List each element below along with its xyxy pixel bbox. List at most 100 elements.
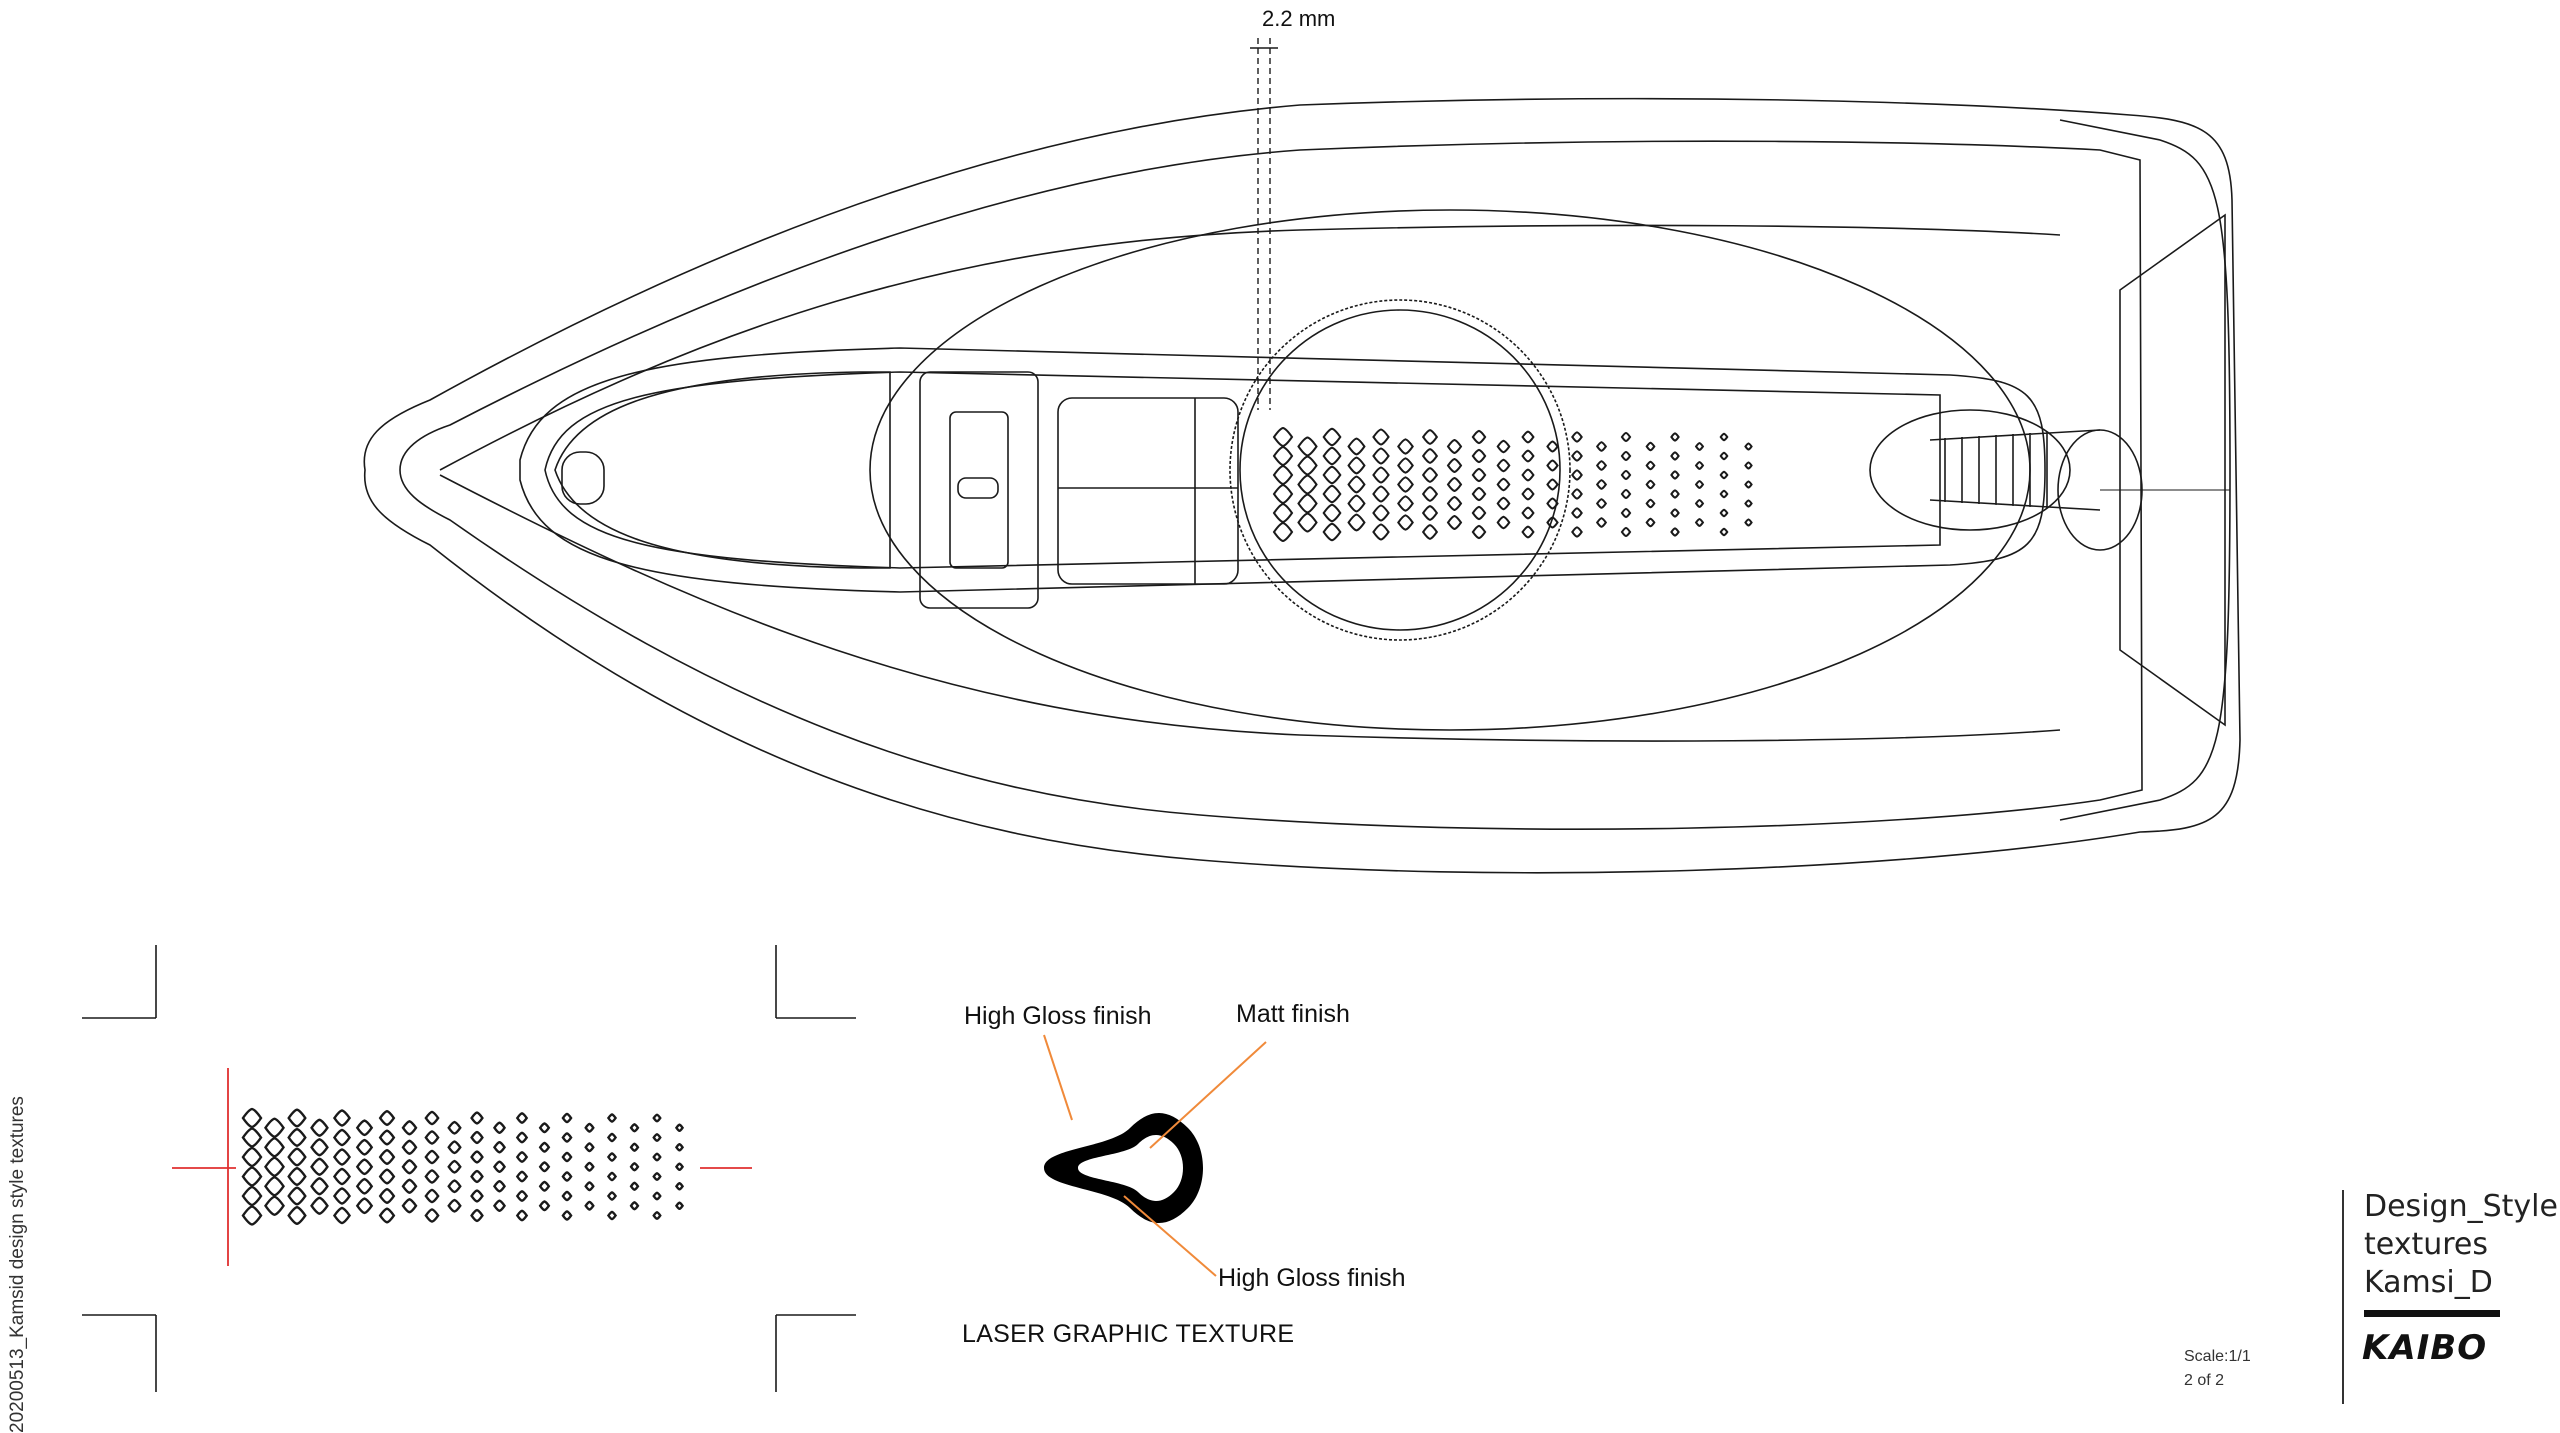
- texture-dot: [606, 1191, 618, 1201]
- texture-dot: [310, 1118, 329, 1137]
- texture-dot: [310, 1138, 329, 1157]
- texture-dot: [241, 1166, 263, 1187]
- texture-dot: [447, 1159, 462, 1174]
- texture-dot: [1719, 489, 1729, 499]
- texture-dot: [1471, 505, 1487, 521]
- title-line-2: textures: [2364, 1227, 2488, 1262]
- texture-dot: [515, 1112, 529, 1124]
- texture-dot: [674, 1142, 685, 1152]
- texture-dot: [1694, 518, 1705, 527]
- temperature-dial-inner: [1239, 309, 1561, 631]
- title-line-1: Design_Style: [2364, 1189, 2558, 1224]
- burst-button-split: [1058, 398, 1238, 584]
- scale-label: Scale:1/1: [2184, 1348, 2251, 1365]
- texture-dot: [652, 1152, 662, 1162]
- texture-dot: [287, 1205, 307, 1226]
- texture-dot: [264, 1176, 285, 1197]
- texture-dot: [1372, 428, 1390, 446]
- texture-dot: [584, 1122, 595, 1133]
- texture-dot: [241, 1205, 263, 1226]
- leader-gloss-top: [1043, 1034, 1073, 1121]
- texture-dot: [492, 1121, 507, 1135]
- texture-dot: [378, 1129, 396, 1146]
- texture-dot: [1471, 448, 1487, 464]
- texture-dot: [355, 1197, 374, 1215]
- texture-dot: [629, 1162, 640, 1172]
- texture-dot: [1297, 512, 1318, 533]
- texture-dot: [264, 1195, 285, 1216]
- texture-dot: [1521, 525, 1535, 539]
- texture-dot: [515, 1209, 529, 1222]
- texture-dot: [287, 1108, 307, 1128]
- texture-dot: [1645, 498, 1656, 509]
- crop-marks: [82, 945, 856, 1392]
- texture-dot: [332, 1187, 352, 1205]
- texture-dot: [332, 1148, 352, 1166]
- texture-dot: [355, 1177, 374, 1195]
- texture-dot: [561, 1210, 573, 1221]
- iron-top-view: [363, 97, 2241, 874]
- texture-dot: [1595, 517, 1608, 528]
- texture-dot: [1496, 458, 1511, 473]
- texture-dot: [515, 1190, 529, 1202]
- texture-dot: [515, 1131, 529, 1144]
- callout-high-gloss-bottom: High Gloss finish: [1218, 1264, 1406, 1292]
- texture-dot: [1670, 508, 1680, 518]
- texture-dot: [1744, 518, 1753, 527]
- texture-dot: [1272, 521, 1294, 543]
- texture-dot: [447, 1179, 462, 1194]
- texture-dot: [1719, 527, 1729, 537]
- texture-dot: [401, 1120, 418, 1136]
- texture-glyph: [1044, 1113, 1203, 1223]
- title-block: Design_Style textures Kamsi_D: [2364, 1188, 2558, 1302]
- texture-title: LASER GRAPHIC TEXTURE: [962, 1320, 1295, 1348]
- texture-dot: [674, 1201, 685, 1211]
- texture-dot: [1521, 449, 1535, 463]
- texture-dot: [401, 1178, 418, 1194]
- leader-gloss-bottom: [1123, 1195, 1217, 1277]
- texture-dot: [1446, 476, 1463, 493]
- texture-dot: [1571, 450, 1583, 462]
- texture-dot: [652, 1133, 662, 1142]
- title-block-divider: [2342, 1190, 2344, 1404]
- texture-dot: [492, 1199, 507, 1213]
- texture-dot: [1372, 466, 1390, 484]
- texture-dot: [1347, 494, 1366, 513]
- texture-dot: [264, 1137, 285, 1158]
- spray-nozzle-area: [554, 371, 891, 569]
- texture-dot: [332, 1167, 352, 1186]
- texture-dot: [241, 1107, 263, 1129]
- burst-button: [1057, 397, 1239, 585]
- texture-dot: [1322, 484, 1342, 504]
- temperature-dial: [1229, 299, 1571, 641]
- texture-dot: [629, 1201, 640, 1211]
- texture-dot: [1670, 432, 1680, 442]
- texture-dot: [1744, 461, 1753, 470]
- texture-dot: [424, 1149, 440, 1165]
- texture-dot: [1670, 527, 1680, 537]
- texture-dot: [1595, 460, 1608, 471]
- texture-dot: [1670, 489, 1680, 499]
- texture-dot: [1397, 514, 1414, 531]
- texture-dot: [561, 1132, 573, 1143]
- texture-dot: [424, 1208, 440, 1223]
- texture-dot: [1719, 451, 1729, 461]
- texture-dot: [561, 1190, 573, 1202]
- texture-dot: [1744, 442, 1753, 451]
- steam-slider: [949, 411, 1009, 569]
- texture-dot: [561, 1151, 573, 1163]
- iron-body-line: [439, 224, 2061, 471]
- texture-dot: [241, 1185, 263, 1207]
- texture-dot: [1571, 431, 1583, 443]
- texture-dot: [1521, 487, 1535, 501]
- texture-dot: [1620, 469, 1632, 481]
- texture-dot: [470, 1111, 484, 1125]
- texture-dot: [378, 1168, 396, 1185]
- texture-dot: [310, 1157, 329, 1176]
- slider-knob: [957, 477, 999, 499]
- texture-dot: [629, 1142, 640, 1152]
- texture-dot: [1571, 507, 1583, 519]
- red-crop-marks: [172, 1068, 752, 1266]
- texture-dot: [1421, 467, 1439, 483]
